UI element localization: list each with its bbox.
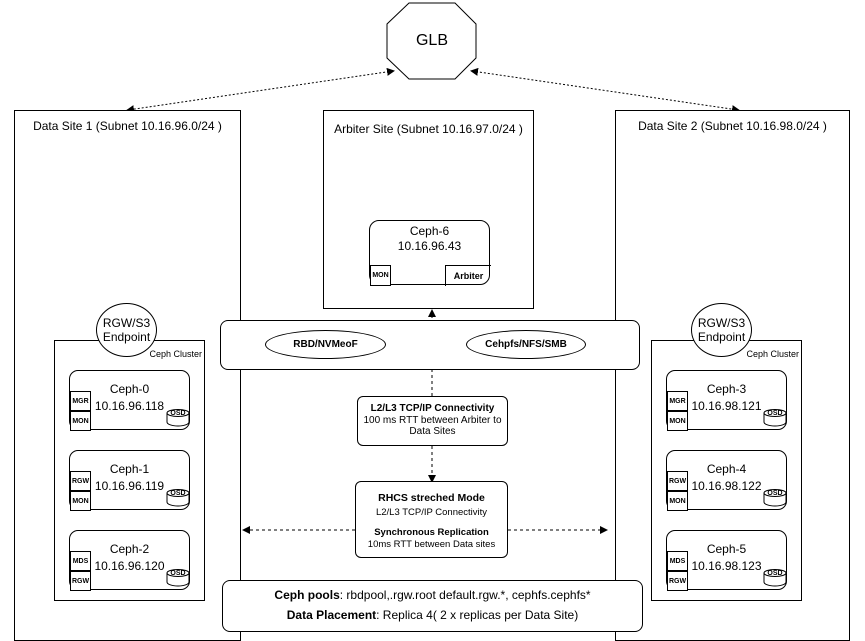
service-badge: MGR: [667, 391, 688, 411]
connectivity-title: L2/L3 TCP/IP Connectivity: [370, 403, 495, 414]
mon-badge: MON: [370, 265, 391, 286]
node-ip: 10.16.98.123: [691, 559, 762, 573]
service-badge: MON: [667, 491, 688, 511]
placement-label: Data Placement: [286, 608, 377, 622]
ceph-cluster-2-label: Ceph Cluster: [746, 349, 799, 359]
rgw-s3-endpoint-1: RGW/S3 Endpoint: [96, 303, 157, 357]
node-name: Ceph-4: [706, 462, 747, 476]
ceph-pools-box: Ceph pools: rbdpool,.rgw.root default.rg…: [222, 580, 643, 632]
node-name: Ceph-3: [706, 382, 747, 396]
ceph-node-0: Ceph-0 10.16.96.118 MGR MON OSD: [69, 370, 190, 431]
osd-disk-icon: OSD: [763, 489, 787, 507]
rhcs-sub: L2/L3 TCP/IP Connectivity: [375, 507, 488, 518]
protocol-rbd-nvmeof: RBD/NVMeoF: [265, 330, 386, 359]
ceph-node-3: Ceph-3 10.16.98.121 MGR MON OSD: [666, 370, 787, 431]
node-ip: 10.16.96.120: [94, 559, 165, 573]
glb-to-site2-link: [470, 67, 740, 114]
pools-label: Ceph pools: [274, 588, 340, 602]
node-ip: 10.16.98.121: [691, 399, 762, 413]
protocol-cephfs-nfs-smb: Cehpfs/NFS/SMB: [466, 330, 586, 359]
pools-line: Ceph pools: rbdpool,.rgw.root default.rg…: [223, 588, 642, 602]
rhcs-sync-sub: 10ms RTT between Data sites: [367, 539, 496, 550]
osd-disk-icon: OSD: [763, 409, 787, 427]
service-badge: RGW: [70, 571, 91, 591]
ceph-node-5: Ceph-5 10.16.98.123 MDS RGW OSD: [666, 530, 787, 591]
node-ip: 10.16.96.119: [94, 479, 165, 493]
rhcs-sync-title: Synchronous Replication: [374, 527, 489, 538]
endpoint-1-line2: Endpoint: [102, 330, 151, 344]
rhcs-title: RHCS streched Mode: [378, 492, 485, 504]
osd-disk-icon: OSD: [166, 569, 190, 587]
glb-to-site1-link: [126, 67, 395, 114]
pools-value: : rbdpool,.rgw.root default.rgw.*, cephf…: [339, 588, 591, 602]
placement-line: Data Placement: Replica 4( 2 x replicas …: [223, 608, 642, 622]
glb-octagon: [386, 2, 477, 80]
node-ip: 10.16.98.122: [691, 479, 762, 493]
osd-label: OSD: [170, 410, 186, 417]
rhcs-stretched-mode-box: RHCS streched Mode L2/L3 TCP/IP Connecti…: [355, 481, 508, 558]
ceph-node-4: Ceph-4 10.16.98.122 RGW MON OSD: [666, 450, 787, 511]
endpoint-1-line1: RGW/S3: [102, 316, 151, 330]
ceph-node-2: Ceph-2 10.16.96.120 MDS RGW OSD: [69, 530, 190, 591]
osd-label: OSD: [170, 490, 186, 497]
ceph-node-1: Ceph-1 10.16.96.119 RGW MON OSD: [69, 450, 190, 511]
service-badge: MDS: [70, 551, 91, 571]
endpoint-2-line1: RGW/S3: [697, 316, 746, 330]
glb-node: [386, 2, 477, 80]
service-badge: MON: [70, 411, 91, 431]
connectivity-line1: 100 ms RTT between Arbiter to: [363, 415, 502, 426]
service-badge: MDS: [667, 551, 688, 571]
service-badge: RGW: [667, 471, 688, 491]
osd-disk-icon: OSD: [763, 569, 787, 587]
service-badge: MON: [70, 491, 91, 511]
rgw-s3-endpoint-2: RGW/S3 Endpoint: [691, 303, 752, 357]
node-name: Ceph-6: [409, 224, 450, 238]
arbiter-site-title: Arbiter Site (Subnet 10.16.97.0/24 ): [334, 122, 523, 136]
node-name: Ceph-5: [706, 542, 747, 556]
arbiter-role-badge: Arbiter: [445, 265, 491, 286]
osd-disk-icon: OSD: [166, 409, 190, 427]
connectivity-line2: Data Sites: [409, 426, 456, 437]
osd-label: OSD: [767, 490, 783, 497]
placement-value: : Replica 4( 2 x replicas per Data Site): [376, 608, 579, 622]
osd-label: OSD: [170, 570, 186, 577]
node-name: Ceph-0: [109, 382, 150, 396]
node-name: Ceph-1: [109, 462, 150, 476]
data-site-1-title: Data Site 1 (Subnet 10.16.96.0/24 ): [33, 119, 222, 133]
service-badge: RGW: [667, 571, 688, 591]
ceph-cluster-1-label: Ceph Cluster: [149, 349, 202, 359]
service-badge: MON: [667, 411, 688, 431]
osd-disk-icon: OSD: [166, 489, 190, 507]
glb-label: GLB: [415, 32, 448, 49]
ceph-node-6: Ceph-6 10.16.96.43 MON Arbiter: [369, 220, 491, 286]
node-name: Ceph-2: [109, 542, 150, 556]
service-badge: RGW: [70, 471, 91, 491]
endpoint-2-line2: Endpoint: [697, 330, 746, 344]
node-ip: 10.16.96.118: [94, 399, 165, 413]
osd-label: OSD: [767, 410, 783, 417]
service-badge: MGR: [70, 391, 91, 411]
data-site-2-title: Data Site 2 (Subnet 10.16.98.0/24 ): [638, 119, 827, 133]
connectivity-box: L2/L3 TCP/IP Connectivity 100 ms RTT bet…: [357, 396, 508, 446]
osd-label: OSD: [767, 570, 783, 577]
node-ip: 10.16.96.43: [397, 239, 462, 253]
